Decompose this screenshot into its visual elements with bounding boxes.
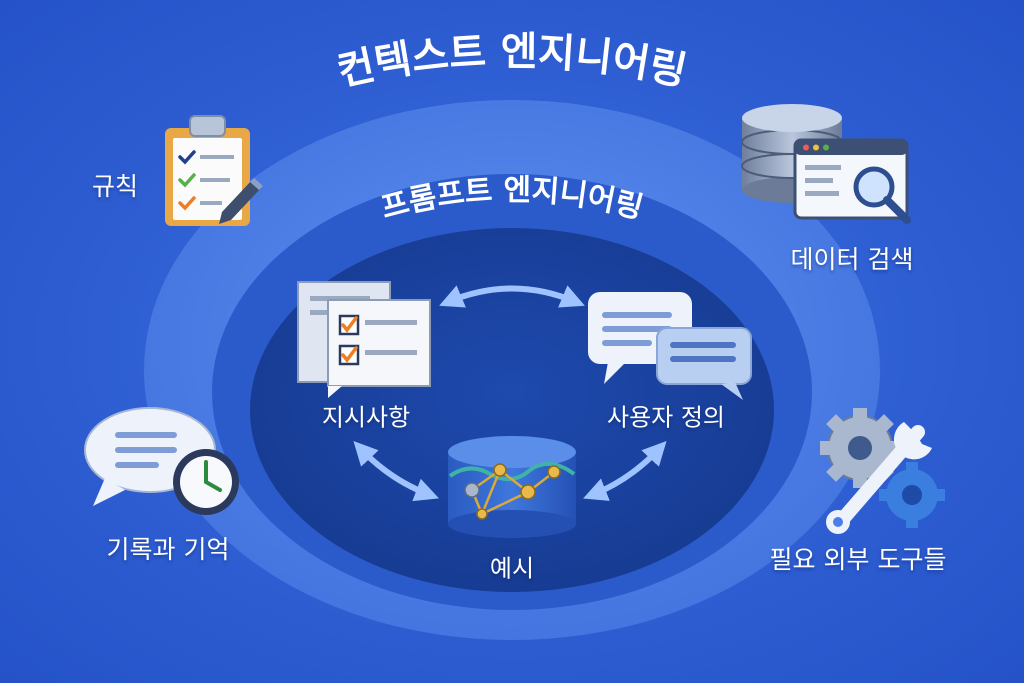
database-search-icon xyxy=(741,104,911,224)
label-data-search: 데이터 검색 xyxy=(790,245,914,274)
label-external-tools: 필요 외부 도구들 xyxy=(769,545,947,574)
label-history-memory: 기록과 기억 xyxy=(106,535,230,564)
network-cylinder-icon xyxy=(448,436,576,538)
label-examples: 예시 xyxy=(489,554,535,583)
document-checklist-icon xyxy=(297,281,431,398)
chat-clock-icon xyxy=(84,407,239,515)
label-rules: 규칙 xyxy=(91,172,139,201)
speech-bubbles-icon xyxy=(588,292,752,400)
arrow-instructions-examples xyxy=(353,440,439,502)
label-instructions: 지시사항 xyxy=(321,403,411,432)
gear-wrench-icon xyxy=(820,408,945,534)
arrow-instructions-user xyxy=(439,285,585,308)
label-user-definition: 사용자 정의 xyxy=(606,403,726,432)
arrow-user-examples xyxy=(583,440,667,501)
clipboard-checklist-icon xyxy=(165,115,263,226)
